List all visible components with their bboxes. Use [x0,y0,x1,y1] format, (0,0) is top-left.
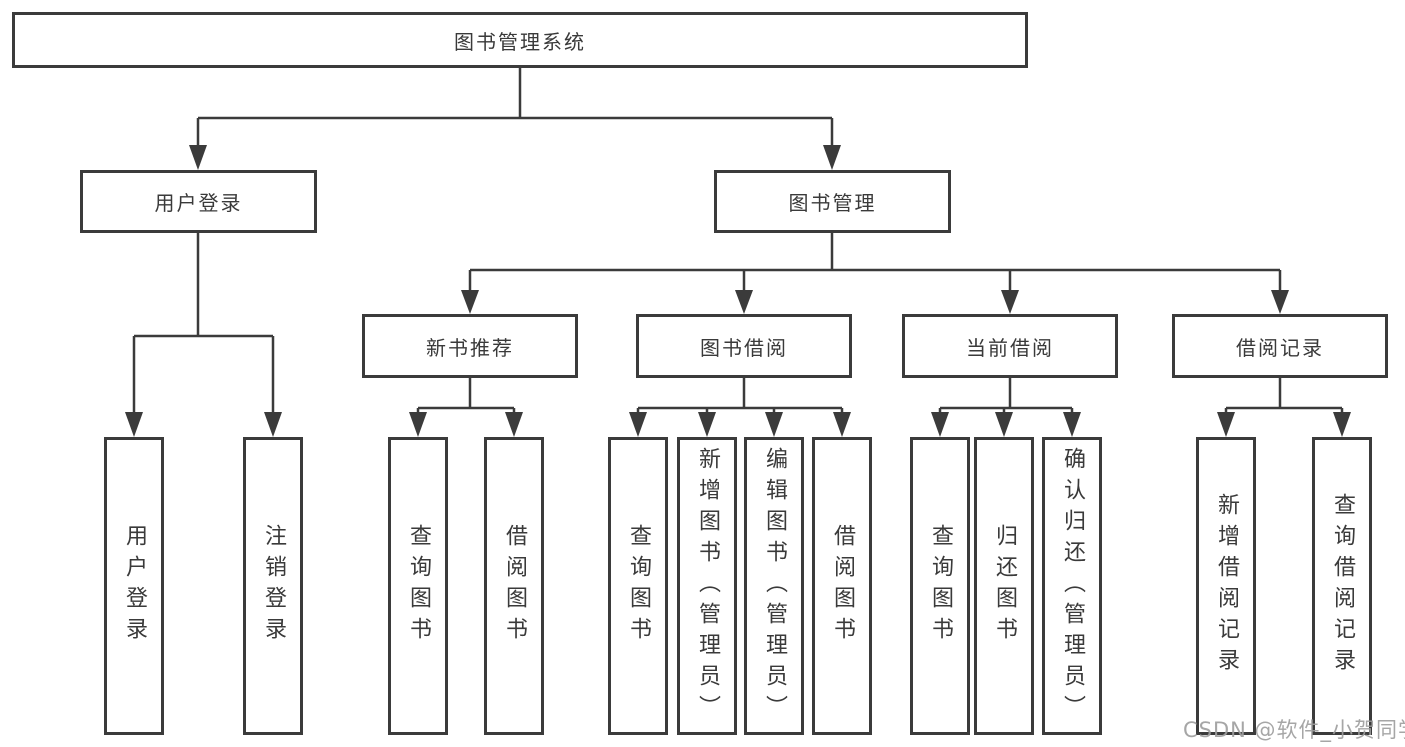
node-user-login: 用户登录 [80,170,317,233]
leaf-query-books-current-label: 查询图书 [928,524,953,648]
leaf-add-borrow-record-label: 新增借阅记录 [1214,493,1239,679]
arrow-down-icon [931,412,949,437]
leaf-query-borrow-record-label: 查询借阅记录 [1330,493,1355,679]
leaf-edit-book-admin: 编辑图书（管理员） [744,437,804,735]
arrow-down-icon [629,412,647,437]
leaf-confirm-return-admin-label: 确认归还（管理员） [1060,446,1085,726]
node-book-borrow: 图书借阅 [636,314,852,378]
node-new-book-recommend-label: 新书推荐 [426,335,514,360]
arrow-down-icon [409,412,427,437]
node-book-management: 图书管理 [714,170,951,233]
leaf-borrow-books: 借阅图书 [812,437,872,735]
leaf-add-book-admin-label: 新增图书（管理员） [695,446,720,726]
leaf-logout: 注销登录 [243,437,303,735]
node-new-book-recommend: 新书推荐 [362,314,578,378]
leaf-query-books-borrow: 查询图书 [608,437,668,735]
leaf-user-login-label: 用户登录 [122,524,147,648]
arrow-down-icon [995,412,1013,437]
arrow-down-icon [823,145,841,170]
connector-recommend-to-leaves [409,378,523,437]
leaf-query-borrow-record: 查询借阅记录 [1312,437,1372,735]
node-root-label: 图书管理系统 [454,29,586,54]
connector-records-to-leaves [1217,378,1351,437]
leaf-borrow-books-recommend-label: 借阅图书 [502,524,527,648]
arrow-down-icon [1271,290,1289,314]
leaf-add-borrow-record: 新增借阅记录 [1196,437,1256,735]
node-current-borrow-label: 当前借阅 [966,335,1054,360]
leaf-query-books-borrow-label: 查询图书 [626,524,651,648]
leaf-logout-label: 注销登录 [261,524,286,648]
leaf-edit-book-admin-label: 编辑图书（管理员） [762,446,787,726]
node-user-login-label: 用户登录 [154,191,243,215]
leaf-user-login: 用户登录 [104,437,164,735]
arrow-down-icon [1217,412,1235,437]
node-book-management-label: 图书管理 [788,191,877,215]
arrow-down-icon [765,412,783,437]
arrow-down-icon [1063,412,1081,437]
node-borrow-records: 借阅记录 [1172,314,1388,378]
leaf-add-book-admin: 新增图书（管理员） [677,437,737,735]
node-current-borrow: 当前借阅 [902,314,1118,378]
arrow-down-icon [735,290,753,314]
arrow-down-icon [1333,412,1351,437]
leaf-return-book: 归还图书 [974,437,1034,735]
csdn-watermark: CSDN @软件_小贺同学 [1183,718,1405,742]
arrow-down-icon [1001,290,1019,314]
leaf-borrow-books-recommend: 借阅图书 [484,437,544,735]
arrow-down-icon [461,290,479,314]
leaf-query-books-recommend: 查询图书 [388,437,448,735]
node-borrow-records-label: 借阅记录 [1236,335,1324,360]
arrow-down-icon [125,412,143,437]
connector-login-to-leaves [125,233,282,437]
leaf-query-books-recommend-label: 查询图书 [406,524,431,648]
leaf-return-book-label: 归还图书 [992,524,1017,648]
connector-management-to-level3 [461,233,1289,314]
arrow-down-icon [698,412,716,437]
arrow-down-icon [264,412,282,437]
connector-borrow-to-leaves [629,378,851,437]
arrow-down-icon [505,412,523,437]
leaf-query-books-current: 查询图书 [910,437,970,735]
arrow-down-icon [189,145,207,170]
connector-root-to-level2 [189,68,841,170]
leaf-confirm-return-admin: 确认归还（管理员） [1042,437,1102,735]
connector-current-to-leaves [931,378,1081,437]
arrow-down-icon [833,412,851,437]
node-book-borrow-label: 图书借阅 [700,335,788,360]
node-root: 图书管理系统 [12,12,1028,68]
leaf-borrow-books-label: 借阅图书 [830,524,855,648]
